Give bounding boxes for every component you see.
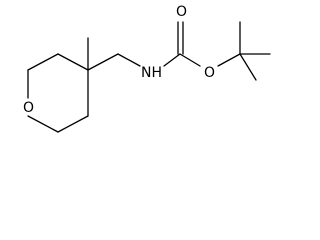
methylene-nitrogen-bond (117, 53, 141, 67)
carbonyl-oxygen-label: O (176, 4, 187, 20)
tbutyl-methyl-bottom-bond (239, 53, 257, 81)
carbonyl-ester-oxygen-bond (179, 53, 201, 67)
ring-bond-o1-c6 (27, 115, 59, 133)
nitrogen-carbonyl-bond (163, 53, 181, 67)
tetrahydropyran-ring (27, 53, 89, 133)
ester-oxygen-tbutyl-bond (217, 53, 241, 67)
ring-bond-c4-c3 (57, 53, 89, 71)
ring-bond-c3-c2 (27, 53, 59, 71)
molecule-structure-diagram: O NH O O (23, 4, 271, 133)
ring-bond-c6-c5 (57, 115, 89, 133)
methylene-bond (87, 53, 119, 71)
amine-nitrogen-label: NH (141, 65, 162, 81)
ring-oxygen-label: O (23, 100, 34, 116)
ester-oxygen-label: O (204, 65, 215, 81)
